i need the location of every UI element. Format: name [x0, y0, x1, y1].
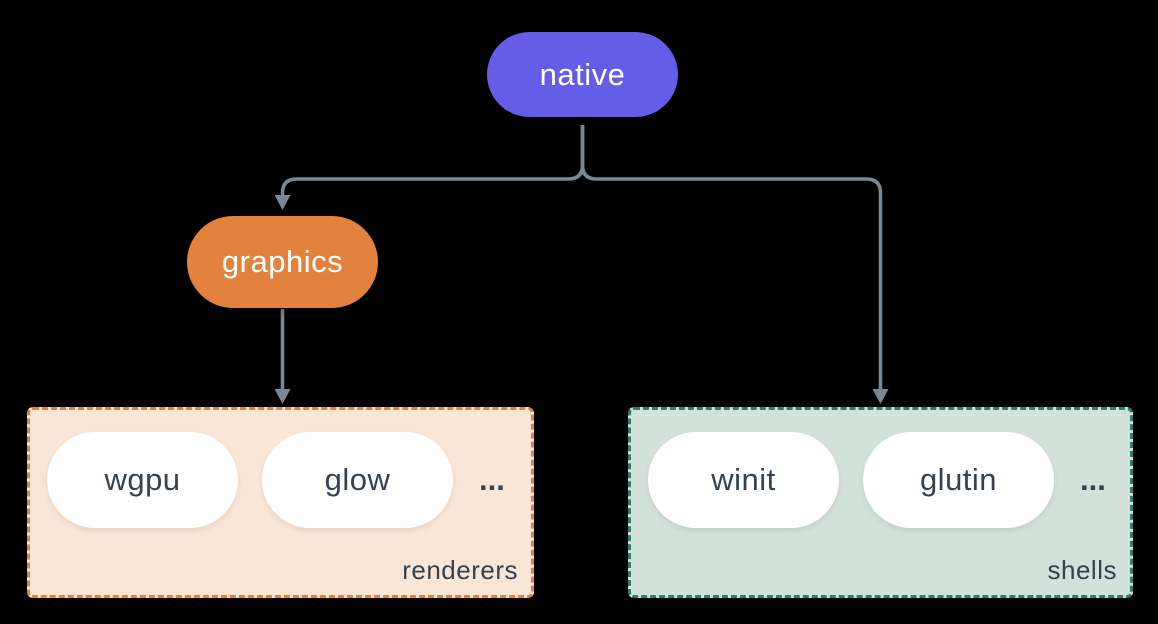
shells-ellipsis: ... — [1080, 462, 1106, 497]
group-renderers: wgpu glow ... renderers — [27, 407, 534, 598]
node-native-label: native — [539, 56, 626, 92]
group-shells: winit glutin ... shells — [628, 407, 1133, 598]
connector-native-to-shells — [580, 125, 883, 390]
node-graphics: graphics — [187, 216, 378, 308]
group-renderers-items: wgpu glow ... — [47, 432, 505, 528]
pill-wgpu: wgpu — [47, 432, 238, 528]
node-graphics-label: graphics — [221, 244, 344, 279]
pill-glutin: glutin — [863, 432, 1054, 528]
group-label-shells: shells — [1047, 555, 1117, 585]
pill-glow-label: glow — [324, 462, 391, 497]
pill-glutin-label: glutin — [919, 462, 998, 497]
renderers-ellipsis: ... — [479, 462, 505, 497]
pill-glow: glow — [262, 432, 453, 528]
arrowhead-graphics — [274, 195, 291, 210]
group-label-renderers: renderers — [402, 555, 518, 585]
connector-native-to-graphics — [280, 125, 585, 196]
arrowhead-renderers — [274, 389, 291, 404]
pill-winit-label: winit — [711, 462, 776, 497]
pill-winit: winit — [648, 432, 839, 528]
node-native: native — [487, 32, 678, 117]
arrowhead-shells — [872, 389, 889, 404]
group-shells-items: winit glutin ... — [648, 432, 1106, 528]
pill-wgpu-label: wgpu — [104, 462, 181, 497]
